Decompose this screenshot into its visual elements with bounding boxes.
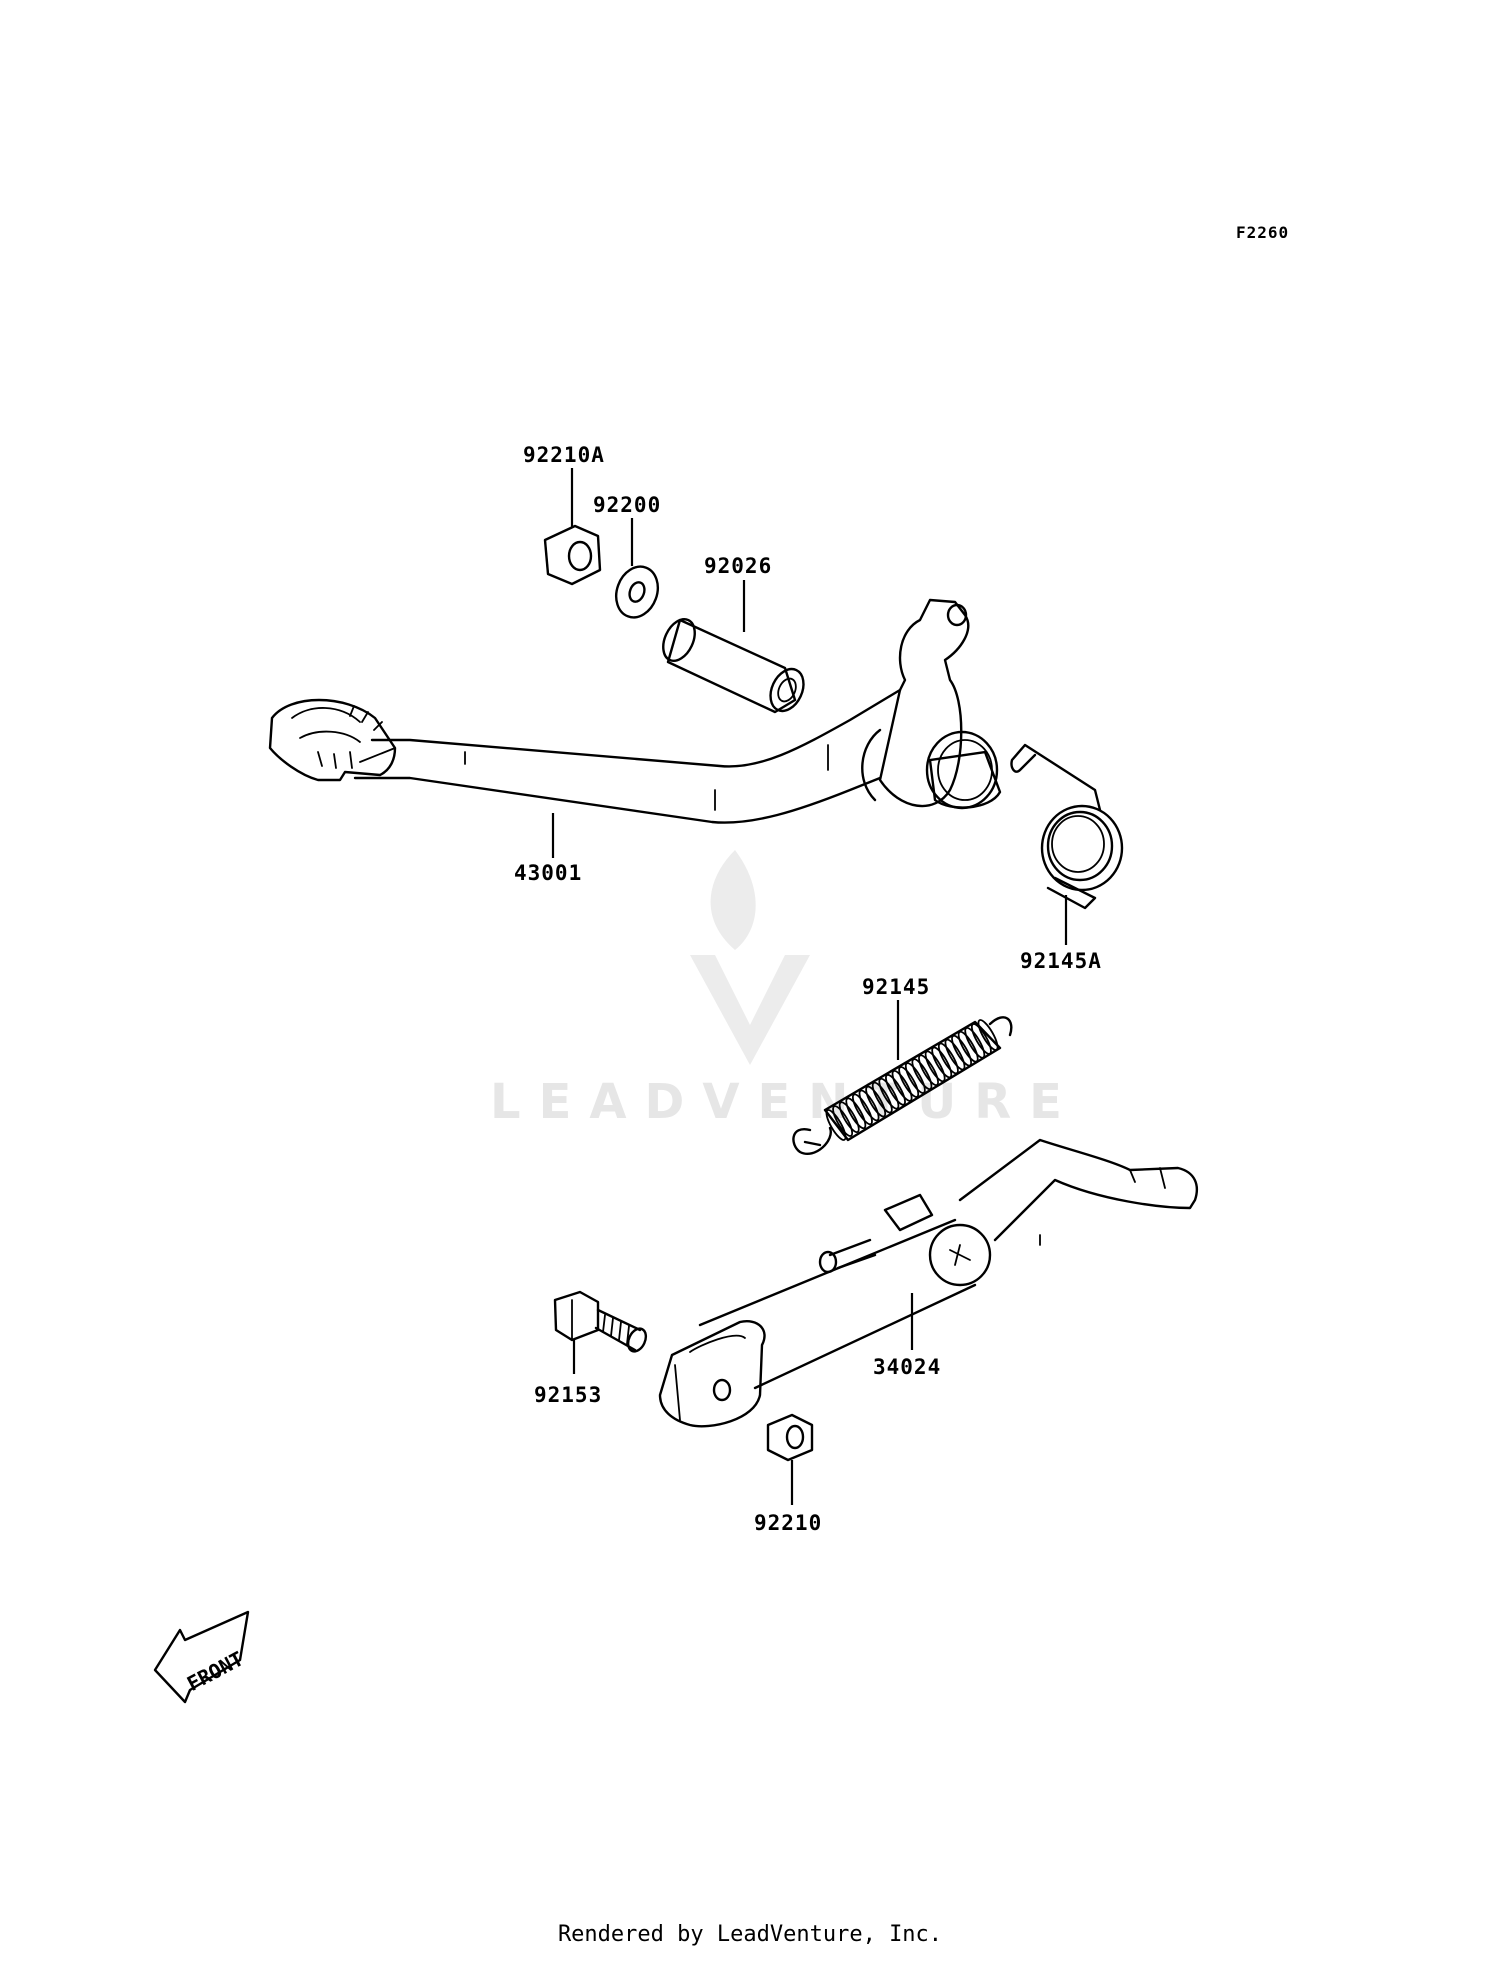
callout-43001: 43001 (514, 861, 582, 885)
spring-coil (931, 1046, 953, 1079)
spring-coil (871, 1081, 893, 1114)
spring-coil (832, 1105, 854, 1137)
spring-coil (825, 1109, 847, 1141)
extension-spring-92145 (792, 1016, 1013, 1155)
callout-92200: 92200 (593, 493, 661, 517)
torsion-spring-92145a (1010, 743, 1124, 910)
spring-coil (918, 1054, 939, 1087)
front-direction-arrow: FRONT (153, 1610, 250, 1704)
nut-92210 (766, 1413, 814, 1462)
spring-coil (977, 1019, 999, 1051)
brake-pedal-43001 (268, 598, 1002, 824)
washer-92200 (615, 565, 659, 619)
callout-92026: 92026 (704, 554, 772, 578)
spring-coil (964, 1026, 986, 1059)
spring-coil (845, 1097, 867, 1130)
callout-34024: 34024 (873, 1355, 941, 1379)
spring-coil (904, 1062, 926, 1094)
spring-coil (937, 1042, 959, 1075)
spring-coil (885, 1073, 906, 1106)
spring-coil (891, 1070, 913, 1102)
spring-coil (865, 1085, 887, 1118)
spring-coil (898, 1066, 920, 1098)
collar-92026 (662, 618, 805, 714)
spring-coil (878, 1077, 900, 1110)
diagram-code: F2260 (1236, 223, 1289, 242)
nut-92210a (543, 524, 602, 586)
spring-coil (951, 1034, 973, 1067)
bolt-92153 (553, 1290, 648, 1353)
leadventure-watermark: LEADVENTURE (490, 850, 1080, 1130)
footer-credit: Rendered by LeadVenture, Inc. (557, 1922, 943, 1947)
spring-coil (970, 1023, 992, 1055)
spring-coil (858, 1089, 880, 1122)
callout-92145a: 92145A (1020, 949, 1102, 973)
spring-coil (944, 1038, 966, 1071)
spring-coil (911, 1058, 933, 1090)
watermark-text: LEADVENTURE (490, 1074, 1080, 1130)
spring-coil (838, 1101, 860, 1134)
callout-92210a: 92210A (523, 443, 605, 467)
spring-coil (924, 1050, 946, 1083)
spring-coil (957, 1030, 979, 1063)
callout-92145: 92145 (862, 975, 930, 999)
side-stand-34024 (658, 1138, 1199, 1428)
callout-92210: 92210 (754, 1511, 822, 1535)
front-label: FRONT (183, 1646, 247, 1695)
spring-coil (851, 1093, 873, 1126)
callout-92153: 92153 (534, 1383, 602, 1407)
